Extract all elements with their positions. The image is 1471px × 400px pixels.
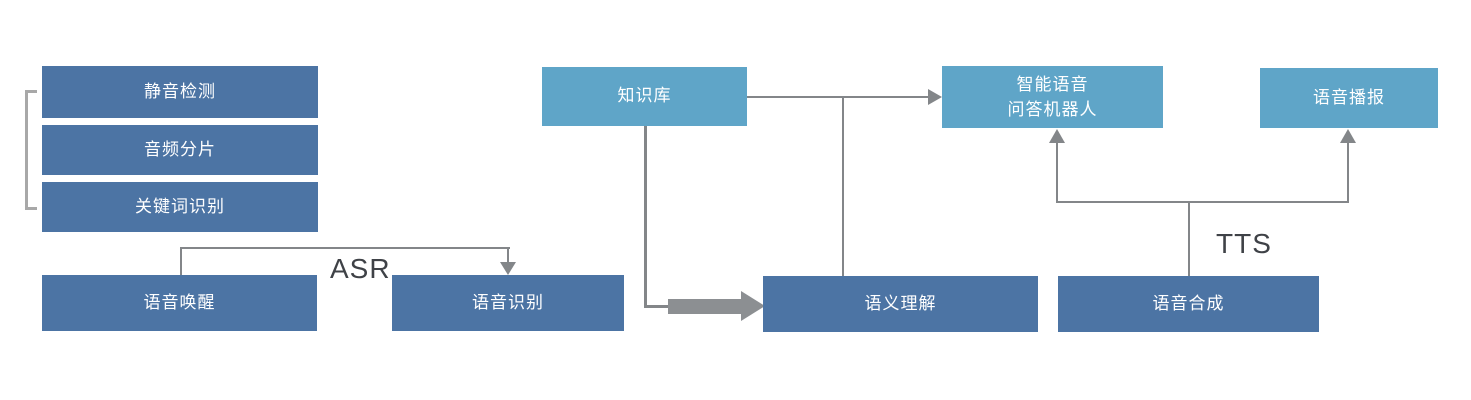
node-qa-robot-label-line1: 智能语音 — [1016, 74, 1089, 94]
node-keyword-recognition-label: 关键词识别 — [135, 196, 225, 216]
tts-horizontal — [1056, 201, 1349, 203]
kb-to-robot-arrowhead-icon — [928, 89, 942, 105]
asr-edge-label: ASR — [330, 253, 391, 284]
asr-connector-right-vertical — [507, 247, 509, 263]
node-voice-wakeup[interactable]: 语音唤醒 — [42, 275, 317, 331]
node-semantic-understanding[interactable]: 语义理解 — [763, 276, 1038, 332]
semantic-to-kbline-vertical — [842, 96, 844, 276]
node-voice-wakeup-label: 语音唤醒 — [143, 292, 216, 312]
node-silence-detection[interactable]: 静音检测 — [42, 66, 318, 118]
tts-right-branch-vertical — [1347, 142, 1349, 203]
group-bracket-vertical — [25, 90, 28, 210]
group-bracket-top-tick — [25, 90, 37, 93]
tts-left-arrowhead-icon — [1049, 129, 1065, 143]
asr-connector-horizontal — [180, 247, 510, 249]
node-qa-robot[interactable]: 智能语音 问答机器人 — [942, 66, 1163, 128]
node-speech-recognition[interactable]: 语音识别 — [392, 275, 624, 331]
node-silence-detection-label: 静音检测 — [144, 81, 216, 101]
node-keyword-recognition[interactable]: 关键词识别 — [42, 182, 318, 232]
asr-arrowhead-icon — [500, 262, 516, 275]
node-speech-recognition-label: 语音识别 — [472, 292, 544, 312]
thick-arrowhead-icon — [741, 291, 765, 321]
node-semantic-understanding-label: 语义理解 — [864, 293, 937, 313]
thick-arrow-shaft — [668, 299, 742, 314]
tts-left-branch-vertical — [1056, 142, 1058, 203]
node-voice-broadcast-label: 语音播报 — [1313, 87, 1385, 107]
tts-stem-vertical — [1188, 201, 1190, 276]
node-knowledge-base[interactable]: 知识库 — [542, 67, 747, 126]
node-speech-synthesis[interactable]: 语音合成 — [1058, 276, 1319, 332]
node-voice-broadcast[interactable]: 语音播报 — [1260, 68, 1438, 128]
group-bracket-bottom-tick — [25, 207, 37, 210]
node-audio-slicing[interactable]: 音频分片 — [42, 125, 318, 175]
kb-to-robot-horizontal — [747, 96, 929, 98]
node-qa-robot-label-line2: 问答机器人 — [1007, 100, 1098, 119]
node-knowledge-base-label: 知识库 — [617, 86, 672, 106]
node-audio-slicing-label: 音频分片 — [144, 139, 216, 159]
kb-down-elbow-horizontal — [644, 305, 670, 308]
node-speech-synthesis-label: 语音合成 — [1152, 293, 1225, 313]
tts-edge-label: TTS — [1216, 228, 1272, 259]
tts-right-arrowhead-icon — [1340, 129, 1356, 143]
kb-down-vertical — [644, 126, 647, 307]
asr-connector-left-vertical — [180, 247, 182, 275]
